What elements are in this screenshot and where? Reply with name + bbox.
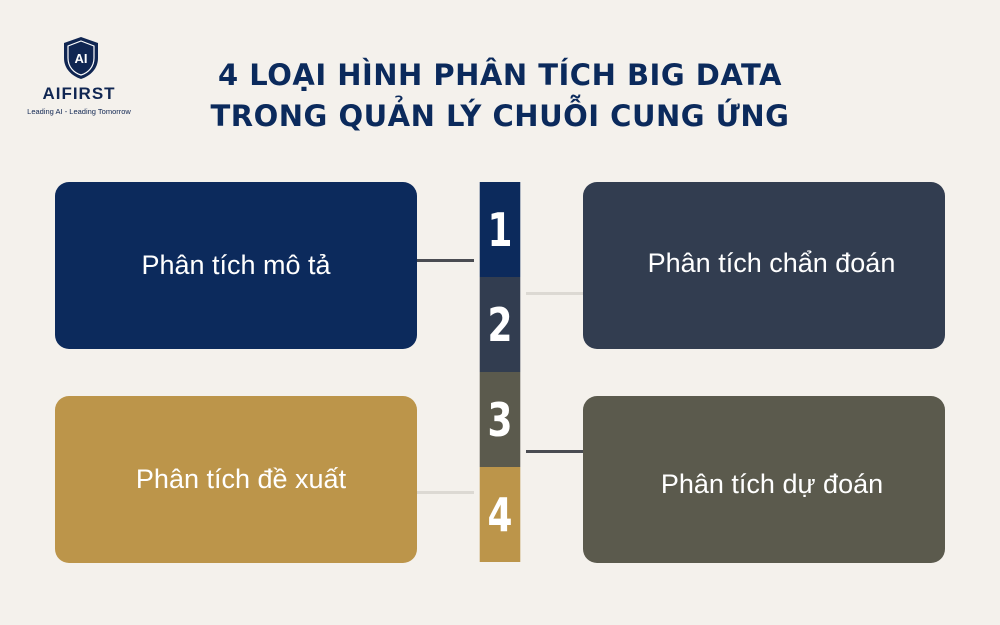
step-number-3: 3 <box>479 372 521 467</box>
card-label: Phân tích dự đoán <box>660 469 884 499</box>
title-line-1: 4 LOẠI HÌNH PHÂN TÍCH BIG DATA <box>218 58 782 92</box>
brand-name: AIFIRST <box>42 84 116 103</box>
brand-logo: AI AIFIRST Leading AI - Leading Tomorrow <box>14 32 144 127</box>
brand-tagline: Leading AI - Leading Tomorrow <box>27 107 131 116</box>
card-descriptive-analysis: Phân tích mô tả <box>55 182 417 349</box>
card-label: Phân tích đề xuất <box>135 464 347 494</box>
card-diagnostic-analysis: Phân tích chẩn đoán <box>583 182 945 349</box>
step-number-4: 4 <box>479 467 521 562</box>
connector-2 <box>526 292 583 295</box>
step-number-1: 1 <box>479 182 521 277</box>
title-line-2: TRONG QUẢN LÝ CHUỖI CUNG ỨNG <box>210 99 790 133</box>
connector-1 <box>417 259 474 262</box>
step-number-2: 2 <box>479 277 521 372</box>
svg-text:AI: AI <box>75 51 88 66</box>
card-label: Phân tích chẩn đoán <box>647 248 896 278</box>
shield-logo-icon: AI <box>64 37 98 79</box>
card-prescriptive-analysis: Phân tích đề xuất <box>55 396 417 563</box>
connector-4 <box>417 491 474 494</box>
page-title: 4 LOẠI HÌNH PHÂN TÍCH BIG DATA TRONG QUẢ… <box>160 55 840 137</box>
connector-3 <box>526 450 583 453</box>
card-predictive-analysis: Phân tích dự đoán <box>583 396 945 563</box>
card-label: Phân tích mô tả <box>141 250 331 280</box>
